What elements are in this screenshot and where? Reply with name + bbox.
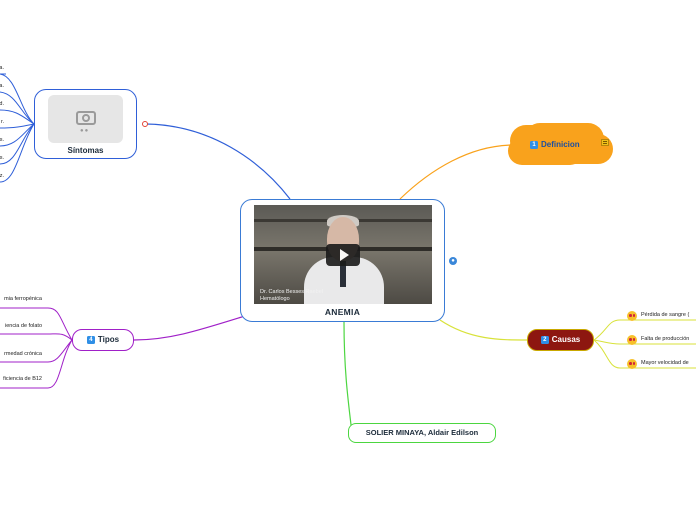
central-title: ANEMIA xyxy=(324,307,361,317)
causas-leaf[interactable]: Pérdida de sangre ( xyxy=(641,312,690,318)
tipos-leaf[interactable]: rmedad crónica xyxy=(4,351,42,357)
number-badge: 4 xyxy=(86,336,95,344)
image-placeholder: ●● xyxy=(48,95,123,143)
author-node[interactable]: SOLIER MINAYA, Aldair Edilson xyxy=(348,423,496,443)
number-badge: 2 xyxy=(540,336,549,344)
branch-sintomas xyxy=(145,123,291,200)
tipos-leaf-lines xyxy=(0,307,73,389)
number-badge: 1 xyxy=(530,141,538,149)
link-icon[interactable] xyxy=(142,121,148,127)
sintomas-leaf[interactable]: s. xyxy=(0,155,4,161)
definicion-text: Definicion xyxy=(541,140,580,149)
video-caption-name: Dr. Carlos Besses Raebel xyxy=(260,289,323,295)
sintomas-leaf[interactable]: a. xyxy=(0,83,4,89)
branch-causas xyxy=(439,319,528,341)
tipos-leaf[interactable]: ficiencia de B12 xyxy=(3,376,42,382)
smiley-heart-eyes-icon xyxy=(627,335,637,345)
sintomas-leaf[interactable]: a. xyxy=(0,65,4,71)
definicion-node[interactable] xyxy=(514,127,598,163)
note-icon[interactable] xyxy=(601,139,609,146)
sintomas-leaf[interactable]: s. xyxy=(0,137,4,143)
sintomas-leaf[interactable]: r. xyxy=(0,119,4,125)
causas-leaf[interactable]: Mayor velocidad de xyxy=(641,360,689,366)
tipos-leaf[interactable]: iencia de folato xyxy=(5,323,42,329)
tipos-label: Tipos xyxy=(97,335,120,344)
smiley-heart-eyes-icon xyxy=(627,311,637,321)
camera-icon xyxy=(76,111,96,125)
play-icon[interactable] xyxy=(326,244,360,266)
branch-tipos xyxy=(133,315,246,341)
globe-icon[interactable]: ● xyxy=(449,257,457,265)
tipos-leaf[interactable]: mia ferropénica xyxy=(4,296,42,302)
causas-label: Causas xyxy=(551,335,581,344)
sintomas-leaf-lines xyxy=(0,73,35,183)
sintomas-label: Síntomas xyxy=(67,146,104,155)
sintomas-leaf[interactable]: z. xyxy=(0,173,4,179)
video-caption-role: Hematólogo xyxy=(260,296,290,302)
branch-author xyxy=(343,321,353,434)
causas-leaf-lines xyxy=(593,319,696,369)
sintomas-leaf[interactable]: d. xyxy=(0,101,4,107)
dots-icon: ●● xyxy=(80,128,90,134)
causas-leaf[interactable]: Falta de producción xyxy=(641,336,690,342)
branch-definicion xyxy=(399,144,515,200)
smiley-heart-eyes-icon xyxy=(627,359,637,369)
video-thumbnail[interactable]: Dr. Carlos Besses Raebel Hematólogo xyxy=(254,205,432,304)
